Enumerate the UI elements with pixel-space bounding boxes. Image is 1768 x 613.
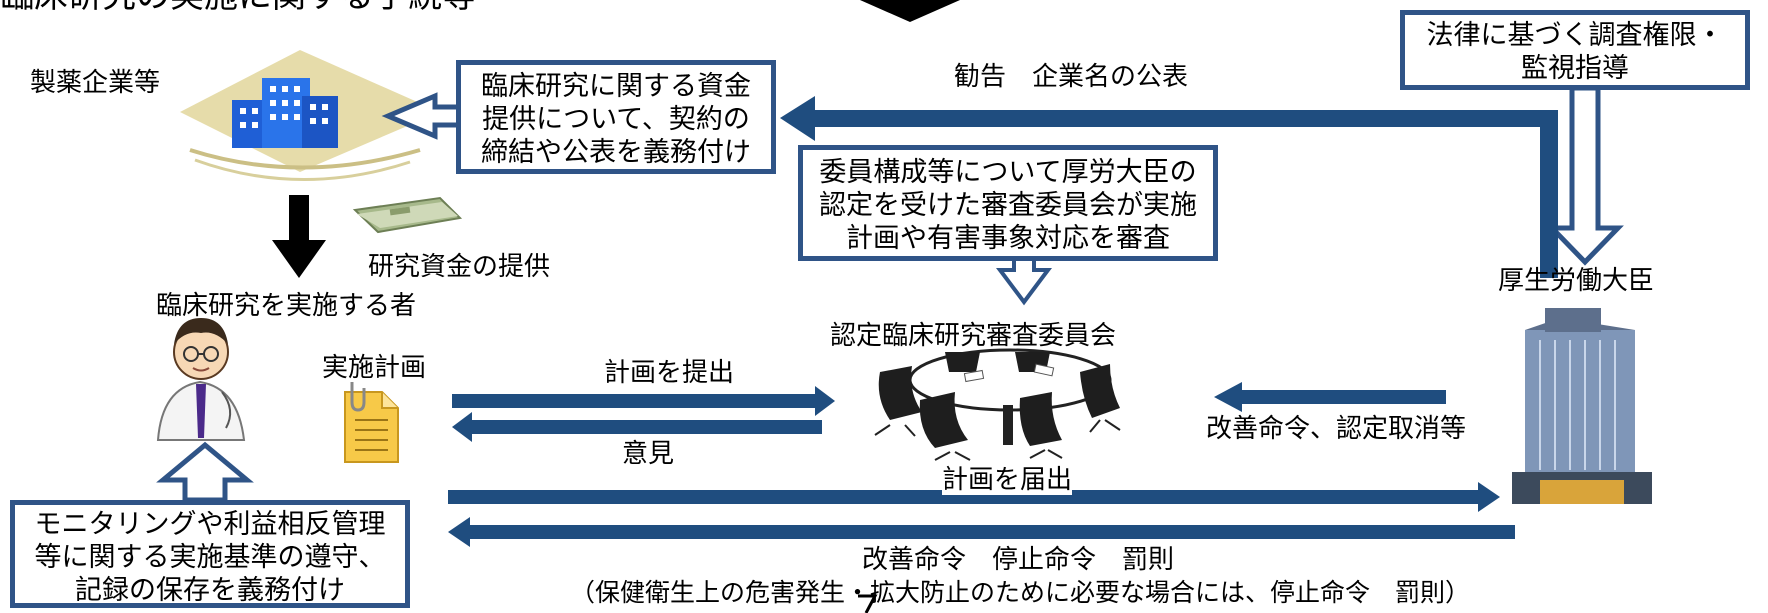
improve-cert-label: 改善命令、認定取消等 — [1206, 414, 1467, 444]
pharma-duty-line-3: 締結や公表を義務付け — [481, 137, 751, 168]
hollow-arrow-to-minister — [1546, 85, 1624, 266]
opinion-arrow — [452, 412, 822, 442]
orders-label: 改善命令 停止命令 罰則 — [862, 545, 1175, 575]
pharma-label: 製薬企業等 — [30, 68, 161, 98]
notify-label: 計画を届出 — [942, 465, 1073, 495]
committee-label: 認定臨床研究審査委員会 — [830, 321, 1117, 351]
hollow-arrow-to-pharma — [381, 92, 463, 140]
recommend-label: 勧告 企業名の公表 — [954, 62, 1189, 92]
researcher-duty-line-2: 等に関する実施基準の遵守、 — [34, 542, 386, 573]
hollow-arrow-to-committee — [996, 256, 1052, 306]
opinion-label: 意見 — [622, 439, 675, 469]
committee-cert-line-3: 計画や有害事象対応を審査 — [846, 223, 1170, 254]
pharma-duty-box: 臨床研究に関する資金 提供について、契約の 締結や公表を義務付け — [456, 60, 776, 174]
pharma-duty-line-2: 提供について、契約の — [482, 104, 750, 135]
improve-cert-arrow — [1214, 382, 1446, 412]
minister-label: 厚生労働大臣 — [1498, 266, 1655, 296]
doctor-icon — [156, 318, 246, 441]
orders-note: （保健衛生上の危害発生・拡大防止のために必要な場合には、停止命令 罰則） — [570, 578, 1471, 607]
recommend-arrow — [780, 96, 1558, 278]
hollow-arrow-to-researcher — [156, 441, 254, 503]
researcher-duty-box: モニタリングや利益相反管理 等に関する実施基準の遵守、 記録の保存を義務付け — [10, 500, 410, 608]
header-cut-title: 臨床研究の実施に関する手続等 — [0, 0, 476, 14]
funding-label: 研究資金の提供 — [368, 252, 551, 282]
orders-arrow — [448, 517, 1515, 547]
committee-cert-line-2: 認定を受けた審査委員会が実施 — [819, 190, 1197, 221]
building-icon — [180, 50, 440, 181]
researcher-label: 臨床研究を実施する者 — [156, 291, 417, 321]
committee-cert-line-1: 委員構成等について厚労大臣の — [819, 157, 1197, 188]
notify-arrow — [448, 482, 1500, 512]
minister-power-box: 法律に基づく調査権限・ 監視指導 — [1400, 10, 1750, 90]
researcher-duty-line-1: モニタリングや利益相反管理 — [34, 509, 386, 540]
money-icon — [352, 196, 463, 234]
submit-arrow — [452, 386, 835, 416]
pharma-duty-line-1: 臨床研究に関する資金 — [481, 71, 751, 102]
stray-mark — [858, 594, 878, 613]
document-icon — [344, 382, 399, 463]
submit-label: 計画を提出 — [604, 358, 735, 388]
meeting-table-icon — [874, 348, 1121, 461]
minister-power-line-1: 法律に基づく調査権限・ — [1426, 20, 1724, 51]
header-remnant — [860, 0, 960, 22]
minister-power-line-2: 監視指導 — [1521, 53, 1629, 84]
skyscraper-icon — [1512, 308, 1652, 504]
researcher-duty-line-3: 記録の保存を義務付け — [75, 575, 345, 606]
funding-arrow — [272, 195, 326, 278]
committee-cert-box: 委員構成等について厚労大臣の 認定を受けた審査委員会が実施 計画や有害事象対応を… — [798, 145, 1218, 261]
plan-doc-label: 実施計画 — [322, 353, 427, 383]
